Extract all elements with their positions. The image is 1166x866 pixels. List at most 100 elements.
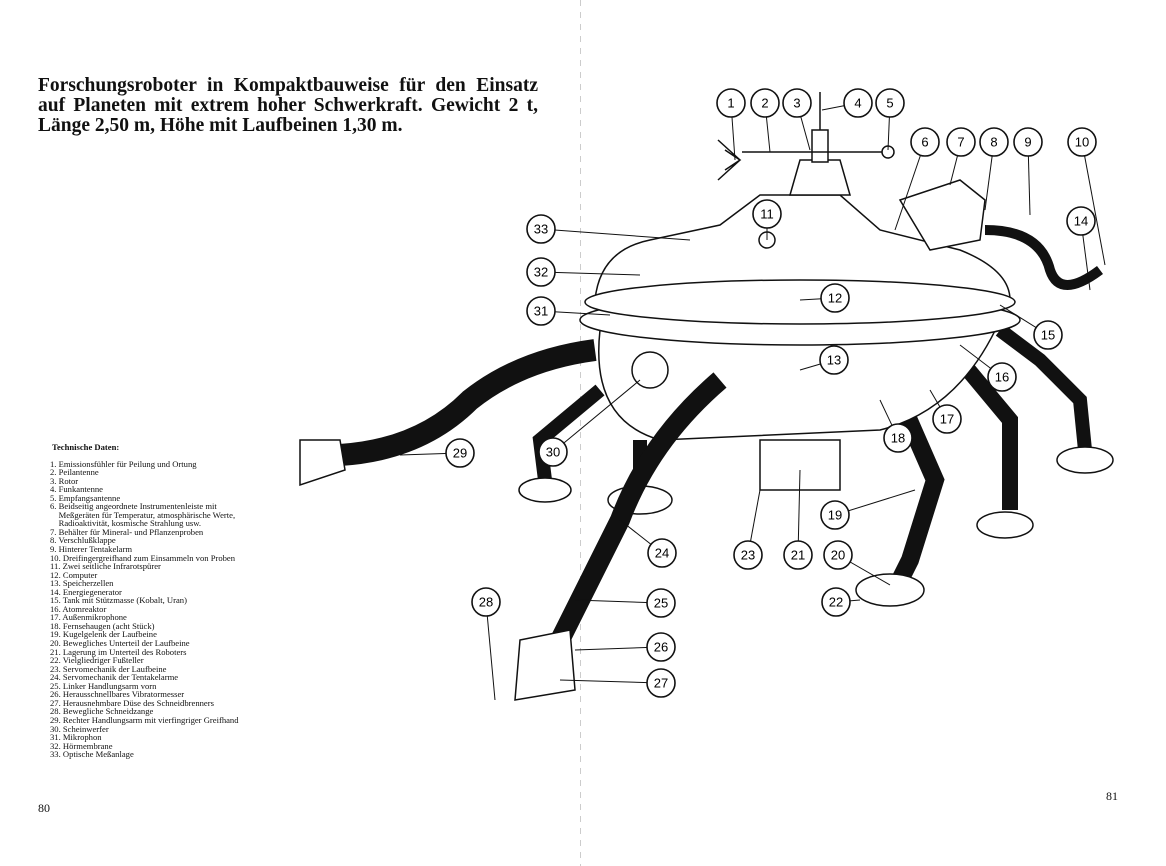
- callout-7: 7: [946, 127, 976, 186]
- callout-circle: [538, 437, 568, 467]
- callout-circle: [526, 257, 556, 287]
- technical-data-item: 4. Funkantenne: [50, 484, 103, 495]
- callout-circle: [820, 500, 850, 530]
- callout-26: 26: [574, 632, 676, 662]
- callout-circle: [445, 438, 475, 468]
- technical-data-item: 19. Kugelgelenk der Laufbeine: [50, 629, 157, 640]
- callout-leader-line: [894, 141, 926, 231]
- callout-8: 8: [979, 127, 1009, 211]
- callout-number: 2: [761, 96, 768, 111]
- technical-data-item: 21. Lagerung im Unterteil des Roboters: [50, 646, 187, 657]
- callout-circle: [733, 540, 763, 570]
- callout-1: 1: [716, 88, 746, 161]
- technical-data-item: 33. Optische Meßanlage: [50, 749, 134, 760]
- callout-number: 16: [995, 370, 1009, 385]
- callout-circle: [471, 587, 501, 617]
- technical-data-item: 18. Fernsehaugen (acht Stück): [50, 620, 155, 631]
- page-fold: [580, 0, 581, 866]
- callout-circle: [783, 540, 813, 570]
- callout-circle: [819, 345, 849, 375]
- technical-data-item: 10. Dreifingergreifhand zum Einsammeln v…: [50, 552, 236, 563]
- callout-leader-line: [540, 228, 691, 241]
- technical-data-heading: Technische Daten:: [52, 442, 120, 452]
- callout-number: 8: [990, 135, 997, 150]
- page-number-left: 80: [38, 801, 50, 815]
- callout-23: 23: [733, 489, 763, 570]
- technical-data-item: 25. Linker Handlungsarm vorn: [50, 680, 157, 691]
- technical-data-item: 30. Scheinwerfer: [50, 723, 109, 734]
- callout-leader-line: [552, 379, 641, 453]
- callout-number: 30: [546, 445, 560, 460]
- callout-circle: [910, 127, 940, 157]
- technical-data-list: 1. Emissionsfühler für Peilung und Ortun…: [38, 459, 239, 760]
- callout-number: 19: [828, 508, 842, 523]
- technical-data-item: 27. Herausnehmbare Düse des Schneidbrenn…: [50, 697, 214, 708]
- callout-29: 29: [399, 438, 475, 468]
- callout-number: 25: [654, 596, 668, 611]
- callout-circle: [526, 214, 556, 244]
- callout-leader-line: [485, 601, 496, 701]
- callout-circle: [752, 199, 782, 229]
- callout-circle: [646, 588, 676, 618]
- callout-number: 4: [854, 96, 861, 111]
- callout-number: 13: [827, 353, 841, 368]
- technical-data-item: 13. Speicherzellen: [50, 578, 114, 589]
- callout-number: 20: [831, 548, 845, 563]
- technical-data: Technische Daten: 1. Emissionsfühler für…: [38, 443, 239, 759]
- callout-24: 24: [619, 519, 677, 568]
- callout-number: 22: [829, 595, 843, 610]
- callout-circle: [716, 88, 746, 118]
- callout-circle: [647, 538, 677, 568]
- technical-data-item: 20. Bewegliches Unterteil der Laufbeine: [50, 638, 190, 649]
- callout-number: 23: [741, 548, 755, 563]
- callout-circle: [646, 632, 676, 662]
- callout-31: 31: [526, 296, 611, 326]
- callout-27: 27: [559, 668, 676, 698]
- callout-10: 10: [1067, 127, 1106, 266]
- callout-25: 25: [574, 588, 676, 618]
- callout-32: 32: [526, 257, 641, 287]
- callout-number: 33: [534, 222, 548, 237]
- technical-data-item: 9. Hinterer Tentakelarm: [50, 544, 133, 555]
- callout-number: 11: [760, 207, 774, 222]
- callout-22: 22: [821, 587, 861, 617]
- callout-circle: [979, 127, 1009, 157]
- technical-data-item: 8. Verschlußklappe: [50, 535, 116, 546]
- callout-4: 4: [821, 88, 873, 118]
- callout-number: 31: [534, 304, 548, 319]
- callout-number: 29: [453, 446, 467, 461]
- technical-data-item: 7. Behälter für Mineral- und Pflanzenpro…: [50, 526, 204, 537]
- callout-circle: [820, 283, 850, 313]
- page-title: Forschungsroboter in Kompaktbauweise für…: [38, 75, 538, 136]
- callout-circle: [821, 587, 851, 617]
- technical-data-item: 26. Herausschnellbares Vibratormesser: [50, 689, 185, 700]
- callout-15: 15: [999, 304, 1063, 350]
- technical-data-item: 11. Zwei seitliche Infrarotspürer: [50, 561, 161, 572]
- callout-3: 3: [782, 88, 812, 151]
- callout-number: 5: [886, 96, 893, 111]
- callout-33: 33: [526, 214, 691, 244]
- callout-circle: [946, 127, 976, 157]
- callout-number: 14: [1074, 214, 1088, 229]
- callout-20: 20: [823, 540, 891, 586]
- callout-number: 21: [791, 548, 805, 563]
- callout-number: 12: [828, 291, 842, 306]
- callout-leader-line: [1081, 141, 1106, 266]
- callout-circle: [1033, 320, 1063, 350]
- callout-leader-line: [540, 271, 641, 276]
- callout-number: 15: [1041, 328, 1055, 343]
- callout-19: 19: [820, 489, 916, 530]
- callout-circle: [526, 296, 556, 326]
- callout-5: 5: [875, 88, 905, 151]
- callout-12: 12: [799, 283, 850, 313]
- technical-data-item: 16. Atomreaktor: [50, 603, 107, 614]
- callout-18: 18: [879, 399, 913, 453]
- technical-data-item: 28. Bewegliche Schneidzange: [50, 706, 154, 717]
- callout-28: 28: [471, 587, 501, 701]
- callout-circle: [843, 88, 873, 118]
- callout-number: 17: [940, 412, 954, 427]
- page-number-right: 81: [1106, 789, 1118, 803]
- technical-data-item: 3. Rotor: [50, 475, 79, 486]
- technical-data-item: 14. Energiegenerator: [50, 586, 122, 597]
